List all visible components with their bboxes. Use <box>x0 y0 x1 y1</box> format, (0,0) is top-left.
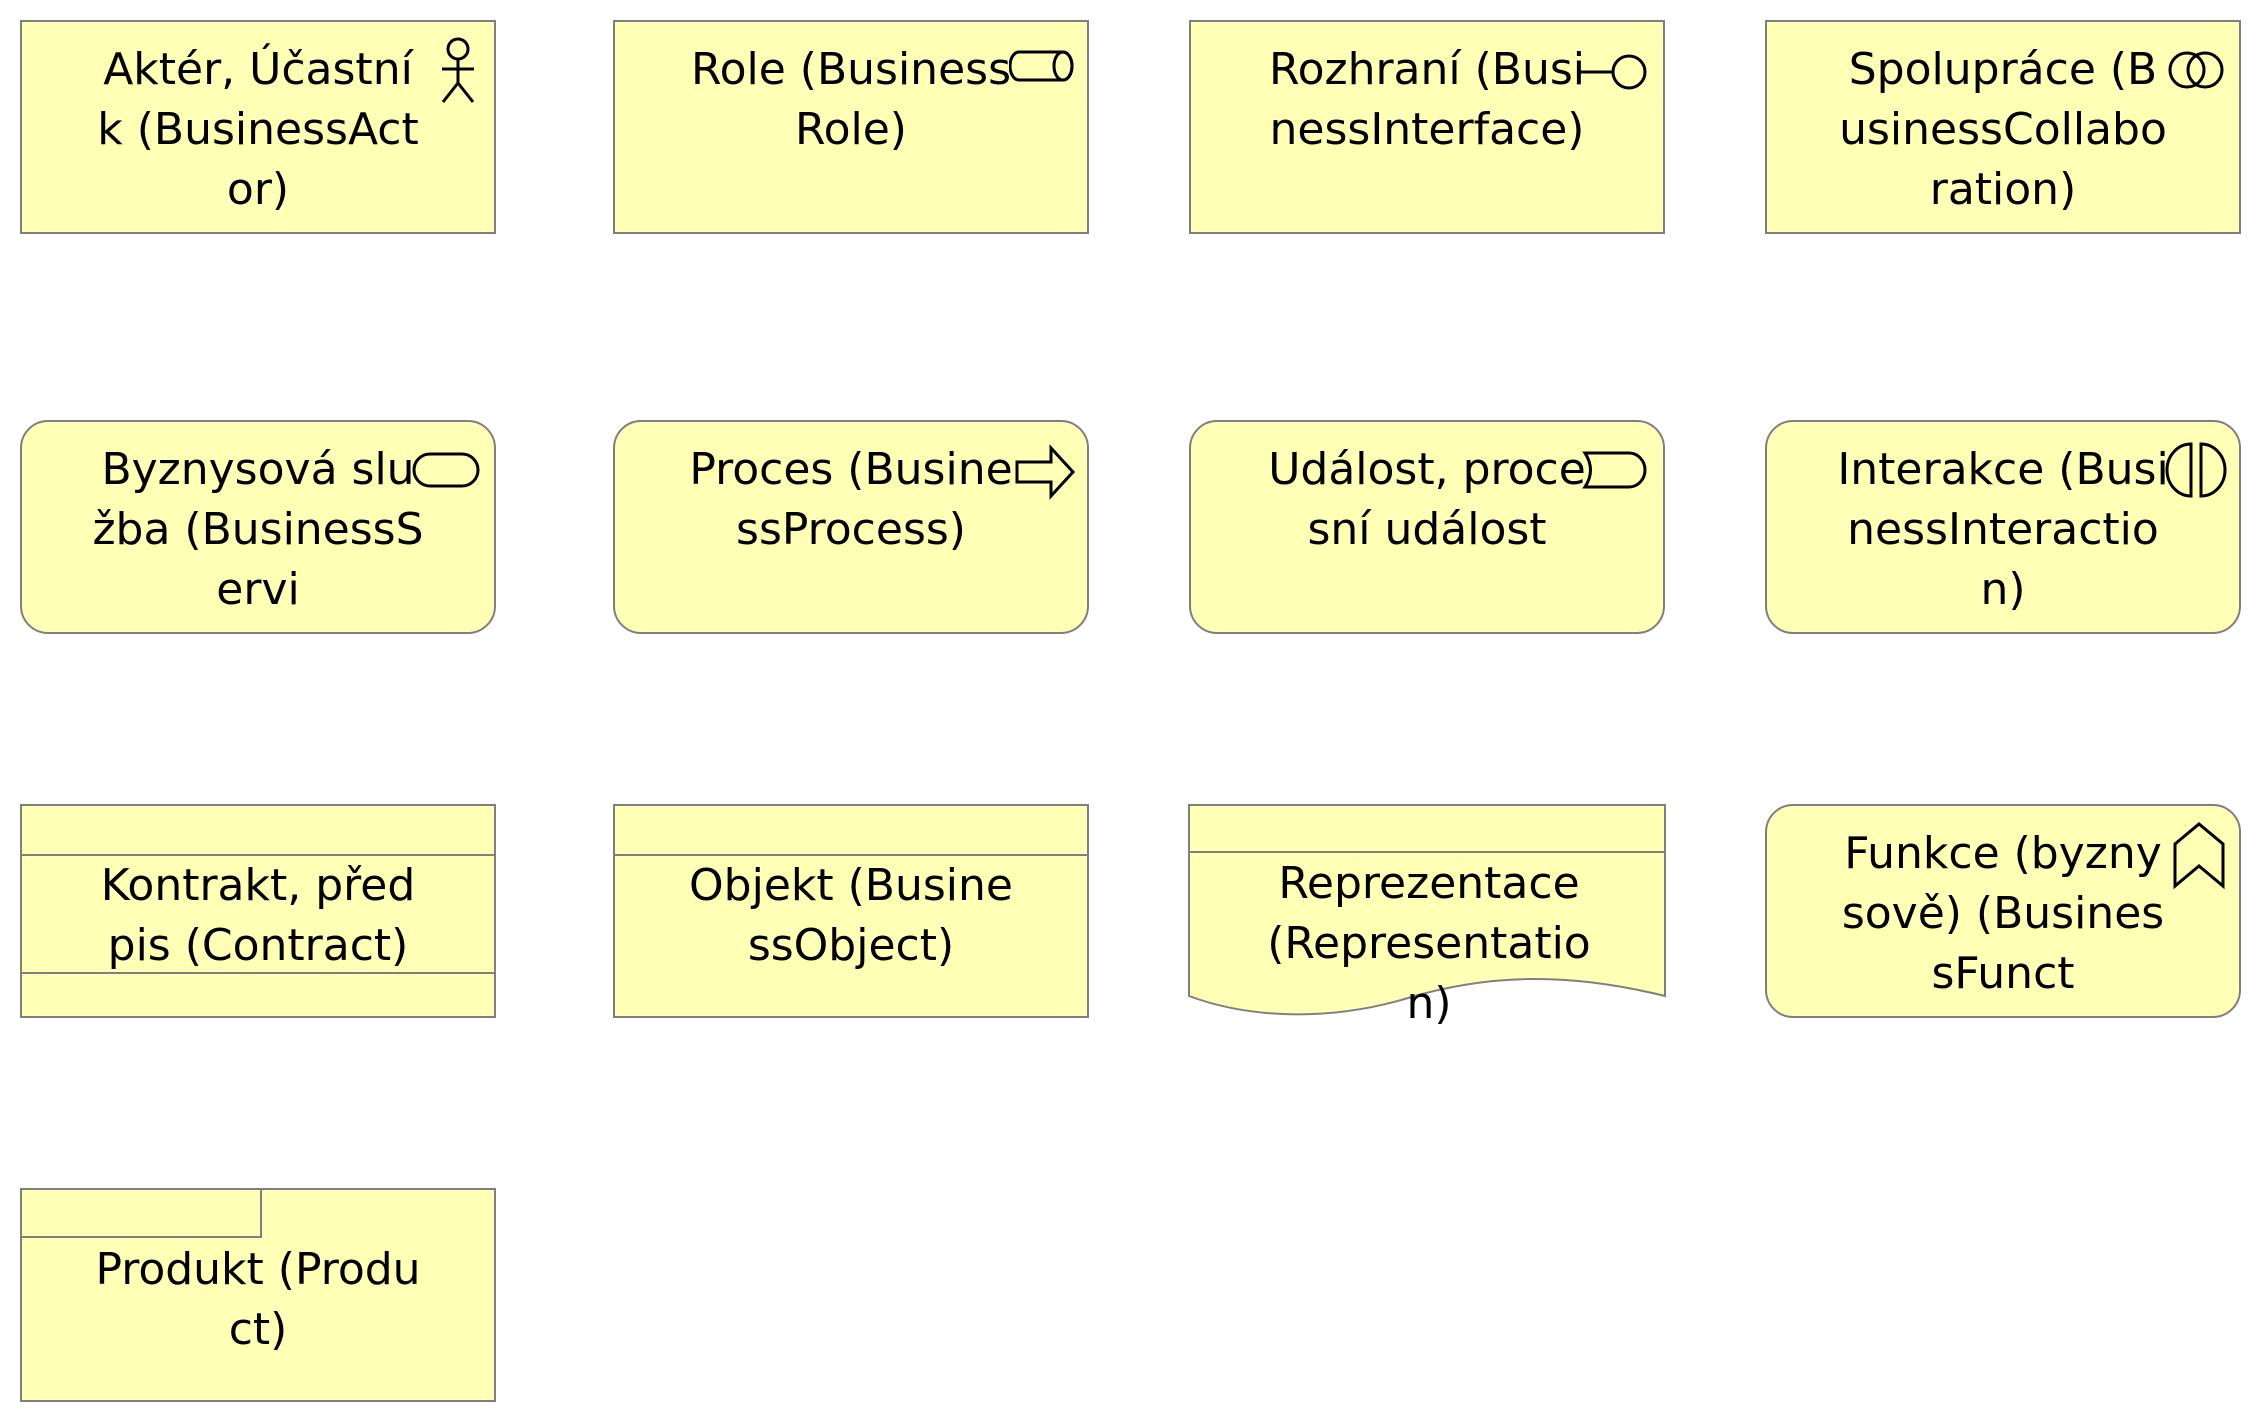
object-top-band <box>615 806 1087 856</box>
business-object-label: Objekt (BusinessObject) <box>689 860 1013 971</box>
business-role-label: Role (BusinessRole) <box>691 44 1011 155</box>
business-actor-label: Aktér, Účastník (BusinessActor) <box>97 44 419 215</box>
role-icon <box>1009 36 1075 106</box>
business-object-element[interactable]: Objekt (BusinessObject) <box>613 804 1089 1018</box>
interface-icon <box>1575 36 1651 106</box>
event-icon <box>1579 436 1651 506</box>
process-arrow-icon <box>1013 436 1079 506</box>
contract-top-band <box>22 806 494 856</box>
business-event-element[interactable]: Událost, procesní událost <box>1189 420 1665 634</box>
business-function-label: Funkce (byznysově) (BusinessFunct <box>1841 828 2165 999</box>
actor-icon <box>434 36 482 106</box>
business-process-element[interactable]: Proces (BusinessProcess) <box>613 420 1089 634</box>
product-tab <box>22 1190 262 1238</box>
interaction-icon <box>2165 436 2227 506</box>
business-service-element[interactable]: Byznysová služba (BusinessServi <box>20 420 496 634</box>
business-contract-label: Kontrakt, předpis (Contract) <box>100 860 416 971</box>
business-interface-element[interactable]: Rozhraní (BusinessInterface) <box>1189 20 1665 234</box>
business-collaboration-element[interactable]: Spolupráce (BusinessCollaboration) <box>1765 20 2241 234</box>
business-service-label: Byznysová služba (BusinessServi <box>92 444 424 615</box>
service-icon <box>410 436 482 506</box>
business-function-element[interactable]: Funkce (byznysově) (BusinessFunct <box>1765 804 2241 1018</box>
business-interaction-element[interactable]: Interakce (BusinessInteraction) <box>1765 420 2241 634</box>
business-contract-element[interactable]: Kontrakt, předpis (Contract) <box>20 804 496 1018</box>
business-event-label: Událost, procesní událost <box>1268 444 1586 555</box>
representation-shape <box>1188 804 1666 1016</box>
business-product-element[interactable]: Produkt (Product) <box>20 1188 496 1402</box>
business-actor-element[interactable]: Aktér, Účastník (BusinessActor) <box>20 20 496 234</box>
business-representation-label: Reprezentace (Representation) <box>1267 858 1594 1029</box>
business-role-element[interactable]: Role (BusinessRole) <box>613 20 1089 234</box>
business-product-label: Produkt (Product) <box>95 1244 421 1355</box>
business-collaboration-label: Spolupráce (BusinessCollaboration) <box>1839 44 2167 215</box>
business-interaction-label: Interakce (BusinessInteraction) <box>1837 444 2169 615</box>
business-process-label: Proces (BusinessProcess) <box>689 444 1013 555</box>
function-icon <box>2171 820 2227 894</box>
business-interface-label: Rozhraní (BusinessInterface) <box>1268 44 1586 155</box>
collaboration-icon <box>2165 36 2227 106</box>
contract-bottom-band <box>22 972 494 1016</box>
